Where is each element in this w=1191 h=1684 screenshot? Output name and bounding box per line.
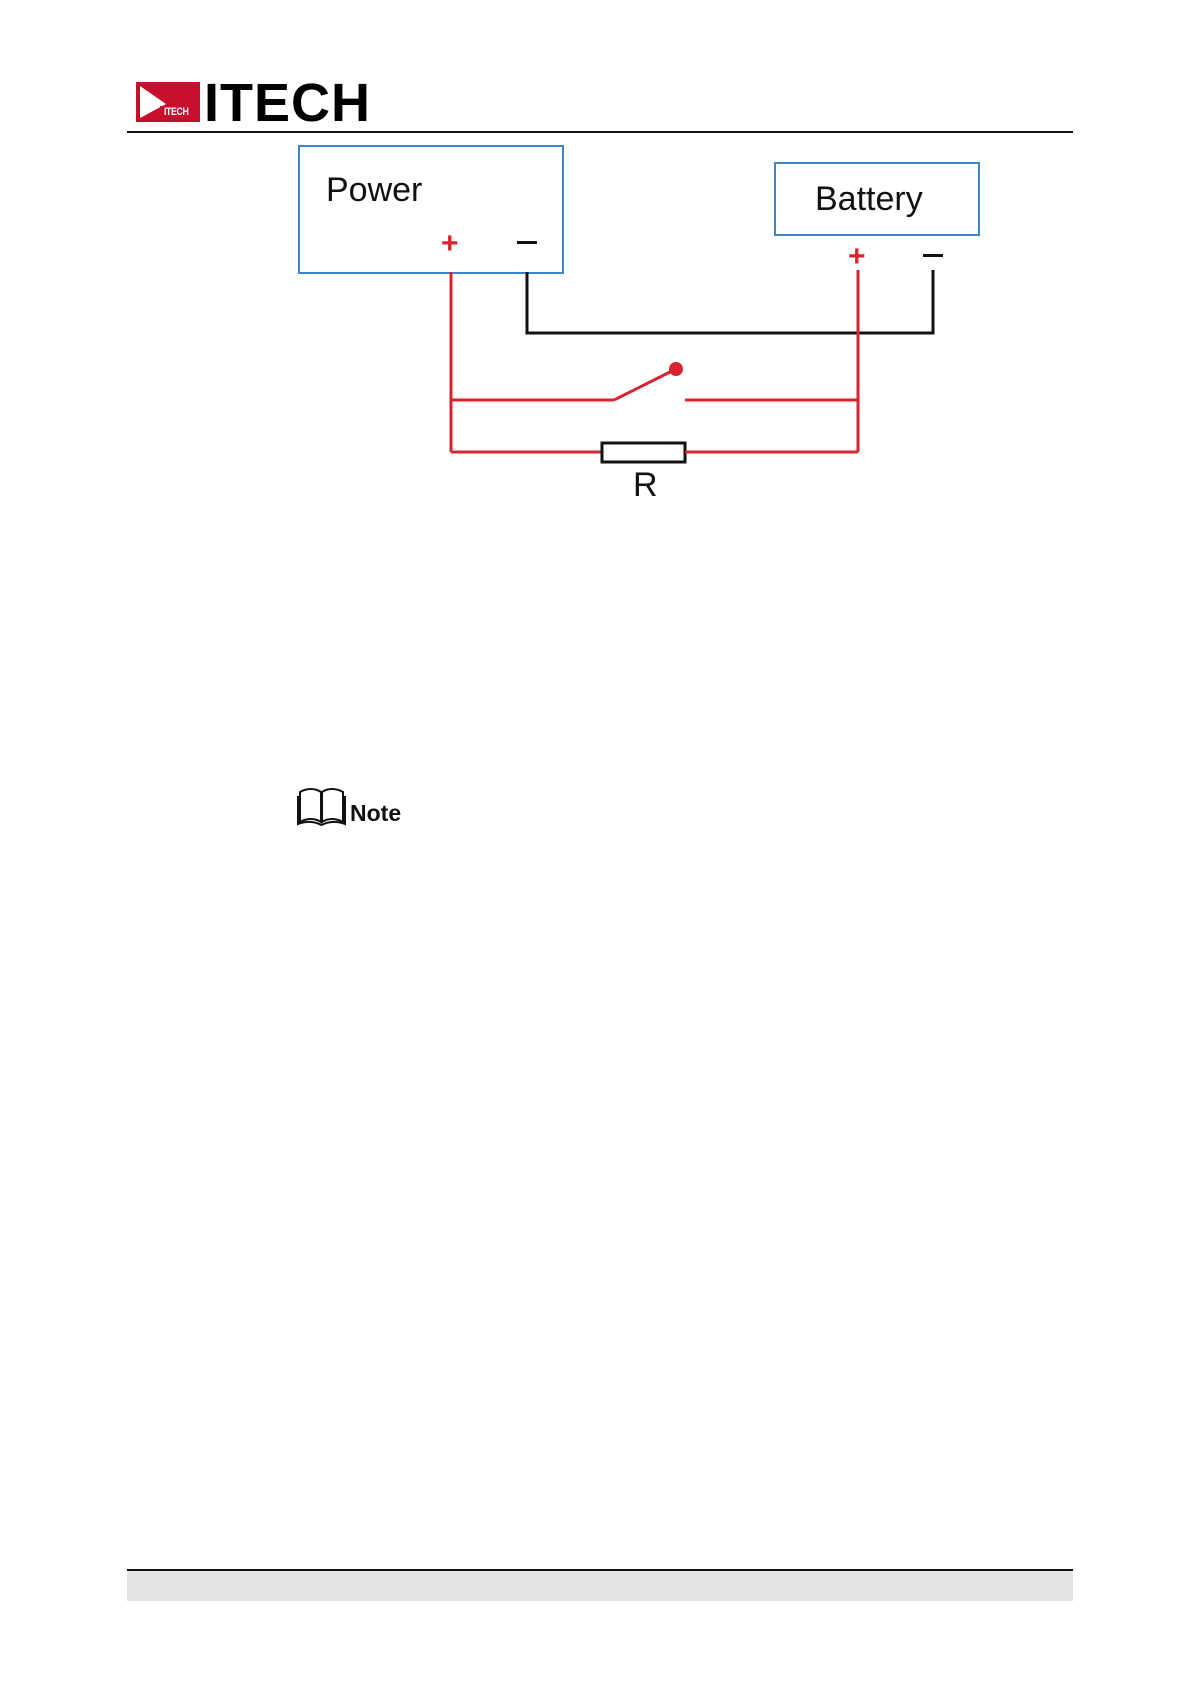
power-negative-terminal [517, 241, 537, 244]
negative-wire [527, 270, 933, 333]
note-label: Note [350, 800, 401, 827]
circuit-diagram [0, 0, 1191, 520]
battery-positive-terminal: + [848, 242, 866, 272]
switch-blade [614, 369, 676, 400]
switch-pivot-dot [669, 362, 683, 376]
battery-negative-terminal [923, 254, 943, 257]
power-positive-terminal: + [441, 229, 459, 259]
resistor-label: R [633, 466, 658, 505]
battery-label: Battery [815, 180, 923, 219]
power-label: Power [326, 171, 422, 210]
open-book-icon [297, 786, 347, 826]
resistor [602, 443, 685, 462]
footer-band [127, 1571, 1073, 1601]
